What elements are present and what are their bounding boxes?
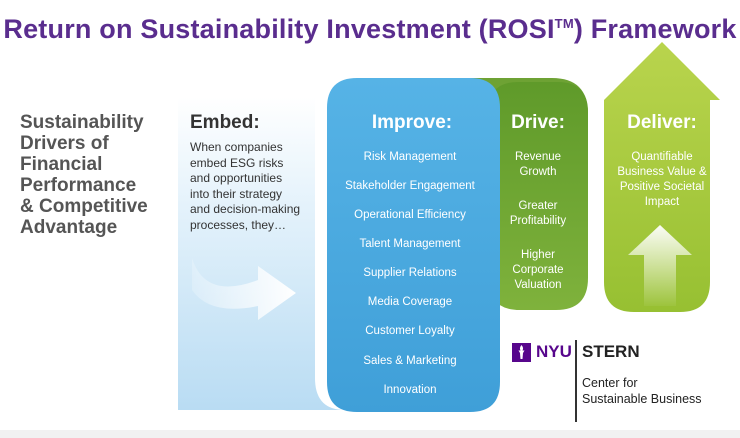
improve-item: Innovation — [383, 384, 437, 396]
drive-item-revenue: Revenue Growth — [488, 150, 588, 180]
deliver-line: Business Value & — [617, 166, 707, 178]
drivers-heading: Sustainability Drivers of Financial Perf… — [20, 112, 190, 238]
center-name-line: Center for — [582, 376, 638, 390]
embed-line: and decision-making — [190, 202, 301, 216]
drivers-line: Sustainability — [20, 112, 144, 133]
logo-stern-text: STERN — [582, 342, 640, 361]
embed-line: and opportunities — [190, 171, 283, 185]
improve-heading: Improve: — [371, 112, 453, 133]
deliver-up-arrow — [628, 225, 692, 306]
drive-item-line: Valuation — [514, 279, 562, 291]
drive-item-line: Corporate — [512, 264, 564, 276]
trademark-mark: TM — [554, 16, 574, 31]
embed-right-arrow — [192, 258, 296, 320]
logo-nyu-text: NYU — [536, 342, 572, 361]
drive-item-profitability: Greater Profitability — [488, 199, 588, 229]
embed-line: When companies — [190, 140, 283, 154]
embed-line: embed ESG risks — [190, 155, 284, 170]
drivers-line: Drivers of — [20, 133, 109, 154]
deliver-line: Quantifiable — [631, 151, 693, 163]
improve-item: Risk Management — [363, 151, 457, 163]
deliver-description: Quantifiable Business Value & Positive S… — [604, 150, 720, 210]
drive-heading: Drive: — [511, 112, 565, 133]
deliver-line: Impact — [644, 196, 680, 208]
deliver-heading: Deliver: — [627, 112, 697, 133]
improve-item: Talent Management — [359, 238, 461, 250]
nyu-torch-icon — [512, 343, 531, 362]
drivers-line: Advantage — [20, 217, 118, 238]
drive-item-valuation: Higher Corporate Valuation — [488, 248, 588, 293]
page-title: Return on Sustainability Investment (ROS… — [0, 14, 740, 45]
deliver-line: Positive Societal — [619, 181, 705, 193]
drive-item-line: Higher — [521, 249, 555, 261]
title-suffix: ) Framework — [573, 14, 737, 44]
improve-item: Media Coverage — [367, 296, 453, 308]
embed-line: into their strategy — [190, 186, 283, 201]
drive-item-line: Greater — [518, 200, 558, 212]
title-main: Return on Sustainability Investment (ROS… — [3, 14, 555, 44]
drivers-line: Performance — [20, 175, 137, 196]
improve-item: Supplier Relations — [363, 267, 457, 279]
drive-item-line: Profitability — [509, 215, 567, 227]
embed-line: processes, they… — [190, 217, 287, 232]
improve-item: Customer Loyalty — [365, 325, 455, 337]
deliver-panel — [604, 42, 720, 312]
drive-item-line: Growth — [519, 166, 557, 178]
drivers-line: Financial — [20, 154, 103, 175]
logo-divider — [575, 340, 577, 422]
drivers-line: & Competitive — [20, 196, 148, 217]
embed-panel — [178, 97, 345, 410]
drive-item-line: Revenue — [514, 151, 562, 163]
embed-heading: Embed: — [190, 112, 260, 133]
improve-item: Operational Efficiency — [354, 209, 466, 221]
embed-description: When companies embed ESG risks and oppor… — [190, 140, 330, 233]
bottom-shadow — [0, 430, 740, 438]
improve-item: Sales & Marketing — [363, 355, 457, 367]
center-name-line: Sustainable Business — [582, 392, 702, 406]
improve-panel — [327, 78, 500, 412]
improve-item: Stakeholder Engagement — [345, 180, 475, 192]
drive-panel — [488, 82, 588, 310]
center-name: Center for Sustainable Business — [582, 375, 702, 407]
